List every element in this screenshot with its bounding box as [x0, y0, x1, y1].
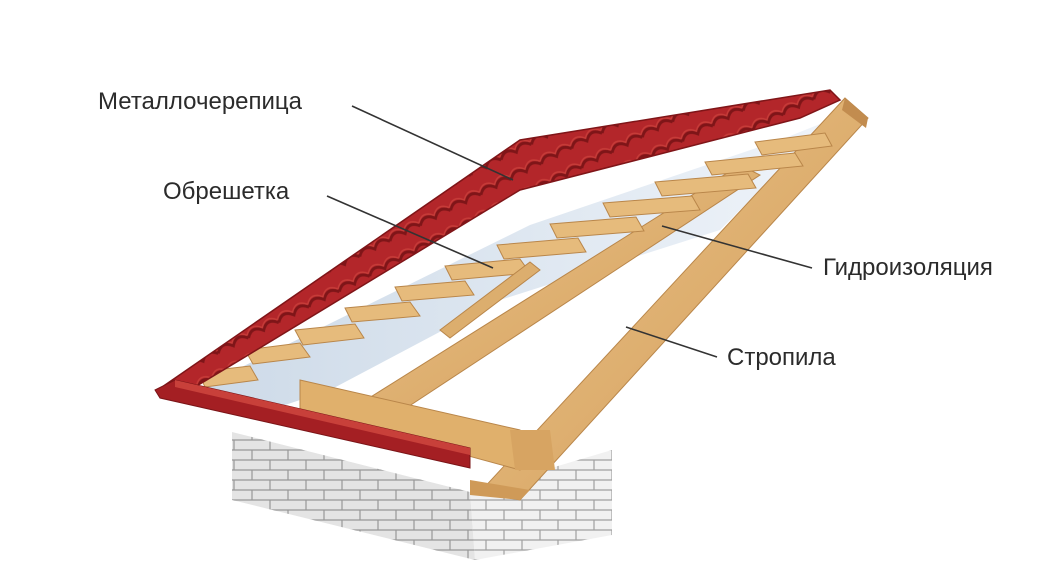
leader-metal-tile [351, 105, 514, 181]
brick-wall [232, 432, 612, 560]
leader-waterproofing [661, 225, 813, 269]
label-rafters: Стропила [727, 344, 836, 371]
label-waterproofing: Гидроизоляция [823, 254, 993, 281]
rafters [299, 97, 869, 501]
leader-rafters [625, 326, 718, 358]
leader-lines [326, 105, 813, 358]
leader-battens [326, 195, 494, 269]
battens [197, 132, 833, 388]
label-battens: Обрешетка [163, 178, 290, 205]
label-metal-tile: Металлочерепица [98, 88, 303, 115]
metal-tile-sheet [154, 89, 842, 469]
